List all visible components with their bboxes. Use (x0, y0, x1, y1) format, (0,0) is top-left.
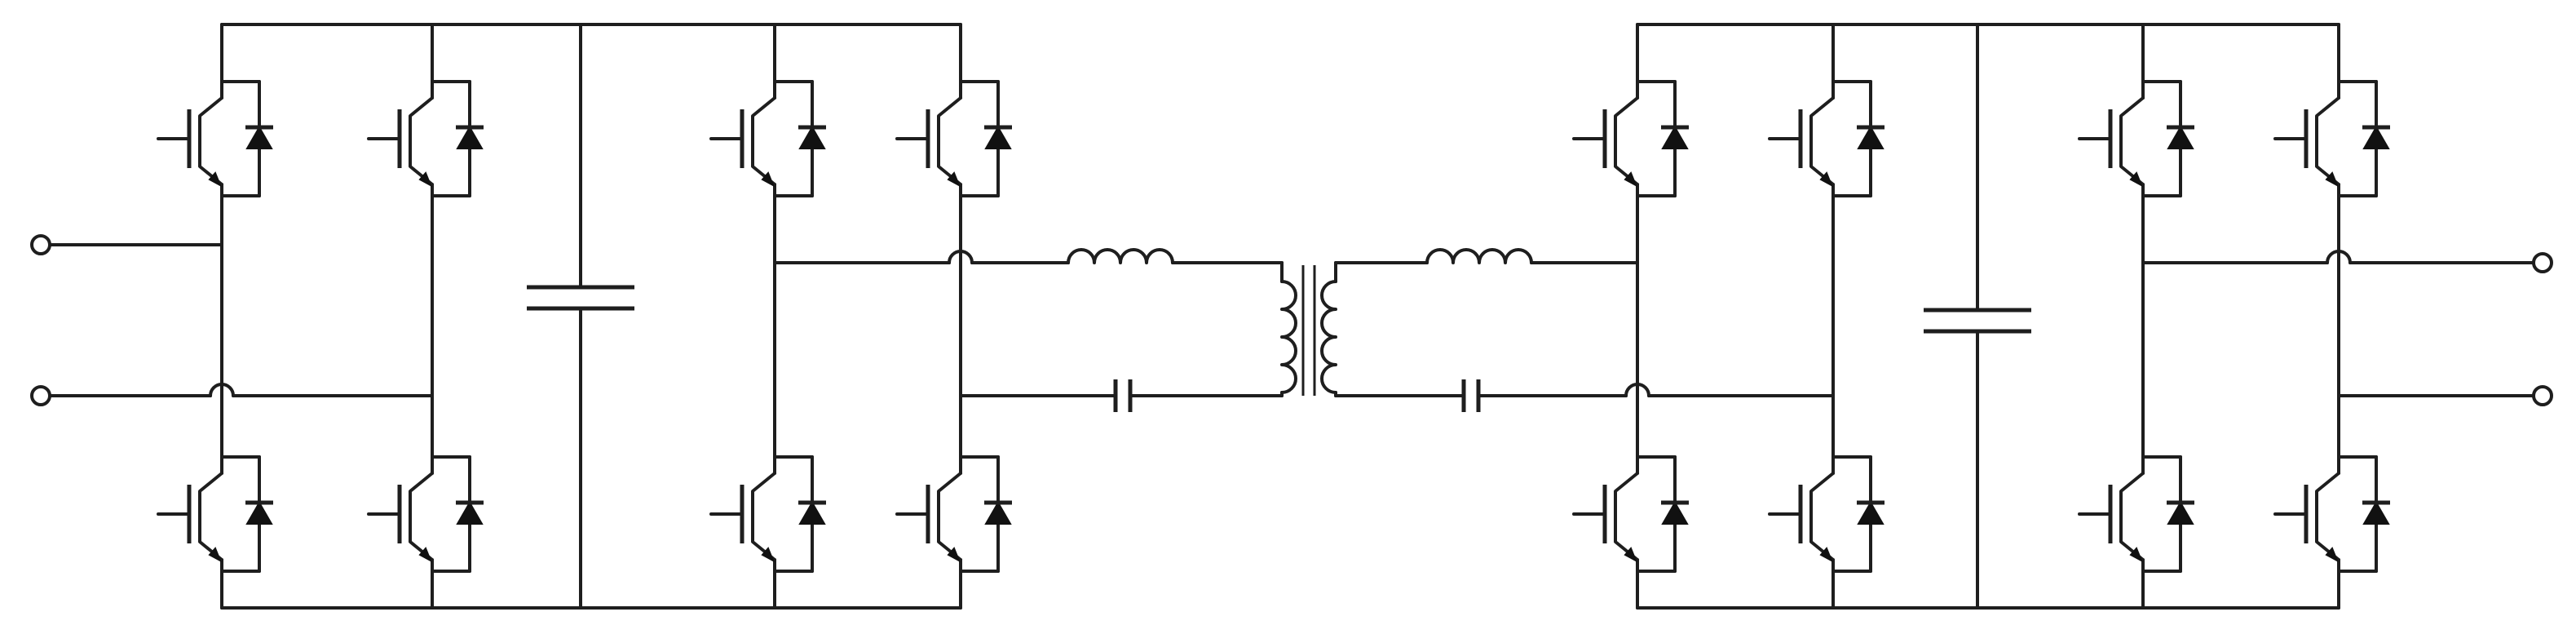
emitter-arrow (2129, 547, 2143, 563)
transistor-body (198, 96, 223, 186)
input-bridge-leg-b-lower-igbt (367, 455, 484, 573)
secondary-bridge-leg-a-upper-igbt (1572, 80, 1689, 197)
diode-triangle (2362, 500, 2390, 525)
input-line-crossover (209, 383, 235, 397)
transistor-body (198, 472, 223, 561)
transistor-body (2119, 472, 2145, 561)
transformer-secondary-winding (1320, 280, 1337, 394)
input-bridge-leg-b-upper-igbt (367, 80, 484, 197)
secondary-bridge-leg-b-upper-igbt (1768, 80, 1885, 197)
dc-link-capacitor-1 (527, 285, 634, 311)
primary-inverter-leg-a-lower-igbt (709, 455, 826, 573)
diode-triangle (456, 500, 484, 525)
emitter-arrow (1624, 171, 1637, 188)
diode-triangle (1661, 500, 1689, 525)
primary-inverter-leg-a-upper-igbt (709, 80, 826, 197)
transistor-body (937, 96, 962, 186)
emitter-arrow (208, 547, 222, 563)
transistor-body (2315, 472, 2340, 561)
transistor-body (409, 472, 434, 561)
diode-triangle (1661, 125, 1689, 149)
diode-triangle (798, 125, 826, 149)
emitter-arrow (947, 547, 961, 563)
transistor-body (1614, 472, 1639, 561)
passive-components (527, 248, 2031, 412)
wire-crossovers (209, 250, 2352, 397)
secondary-resonant-capacitor (1461, 379, 1481, 412)
secondary-return-crossover (1624, 383, 1650, 397)
transistor-body (751, 96, 776, 186)
input-terminal-1 (30, 234, 51, 255)
output-line-crossover (2326, 250, 2352, 264)
input-bridge-leg-a-upper-igbt (157, 80, 273, 197)
primary-ac-crossover (948, 250, 974, 264)
emitter-arrow (2129, 171, 2143, 188)
emitter-arrow (208, 171, 222, 188)
transistor-body (1614, 96, 1639, 186)
transistor-body (937, 472, 962, 561)
emitter-arrow (1819, 547, 1833, 563)
diode-triangle (2167, 500, 2194, 525)
emitter-arrow (947, 171, 961, 188)
diode-triangle (245, 500, 273, 525)
secondary-bridge-leg-a-lower-igbt (1572, 455, 1689, 573)
output-terminal-1 (2532, 252, 2553, 273)
output-inverter-leg-b-upper-igbt (2273, 80, 2390, 197)
transistor-body (409, 96, 434, 186)
output-inverter-leg-b-lower-igbt (2273, 455, 2390, 573)
primary-resonant-capacitor (1113, 379, 1133, 412)
output-terminal-2 (2532, 385, 2553, 406)
diode-triangle (984, 500, 1012, 525)
emitter-arrow (2325, 171, 2339, 188)
transformer-primary-winding (1280, 280, 1297, 394)
diode-triangle (2362, 125, 2390, 149)
emitter-arrow (761, 171, 775, 188)
primary-inverter-leg-b-lower-igbt (895, 455, 1012, 573)
terminals (30, 234, 2553, 406)
transistor-body (1809, 96, 1835, 186)
emitter-arrow (418, 547, 432, 563)
input-bridge-leg-a-lower-igbt (157, 455, 273, 573)
secondary-bridge-leg-b-lower-igbt (1768, 455, 1885, 573)
diode-triangle (1857, 125, 1885, 149)
diode-triangle (984, 125, 1012, 149)
dc-link-capacitor-2 (1924, 308, 2031, 334)
secondary-resonant-inductor (1425, 248, 1533, 264)
emitter-arrow (2325, 547, 2339, 563)
diode-triangle (1857, 500, 1885, 525)
diode-triangle (798, 500, 826, 525)
igbt-switches (157, 80, 2390, 573)
transistor-body (2315, 96, 2340, 186)
circuit-wires (48, 23, 2535, 610)
output-inverter-leg-a-upper-igbt (2078, 80, 2194, 197)
transistor-body (1809, 472, 1835, 561)
diode-triangle (245, 125, 273, 149)
emitter-arrow (761, 547, 775, 563)
output-inverter-leg-a-lower-igbt (2078, 455, 2194, 573)
diode-triangle (2167, 125, 2194, 149)
emitter-arrow (418, 171, 432, 188)
transistor-body (2119, 96, 2145, 186)
diode-triangle (456, 125, 484, 149)
primary-resonant-inductor (1067, 248, 1174, 264)
input-terminal-2 (30, 385, 51, 406)
transistor-body (751, 472, 776, 561)
emitter-arrow (1624, 547, 1637, 563)
primary-inverter-leg-b-upper-igbt (895, 80, 1012, 197)
emitter-arrow (1819, 171, 1833, 188)
